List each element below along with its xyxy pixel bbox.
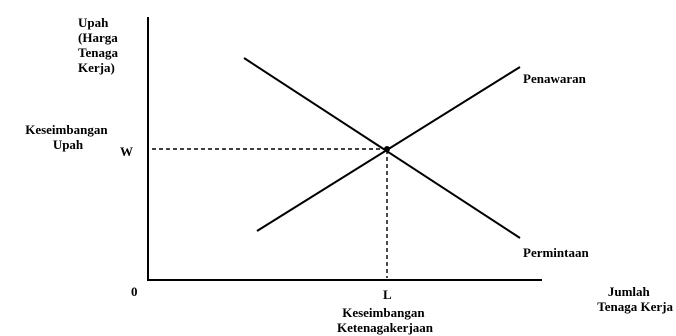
x-axis-title: Jumlah Tenaga Kerja xyxy=(597,284,673,314)
demand-curve xyxy=(243,57,521,239)
wage-tick-label: W xyxy=(120,144,133,159)
demand-label: Permintaan xyxy=(523,245,589,260)
employment-equilibrium-label: Keseimbangan Ketenagakerjaan xyxy=(337,305,434,335)
equilibrium-point xyxy=(384,146,390,152)
quantity-tick-label: L xyxy=(383,287,392,302)
wage-equilibrium-label: Keseimbangan Upah xyxy=(25,122,111,152)
origin-label: 0 xyxy=(131,284,138,299)
supply-label: Penawaran xyxy=(523,71,587,86)
y-axis-title: Upah (Harga Tenaga Kerja) xyxy=(78,15,121,75)
